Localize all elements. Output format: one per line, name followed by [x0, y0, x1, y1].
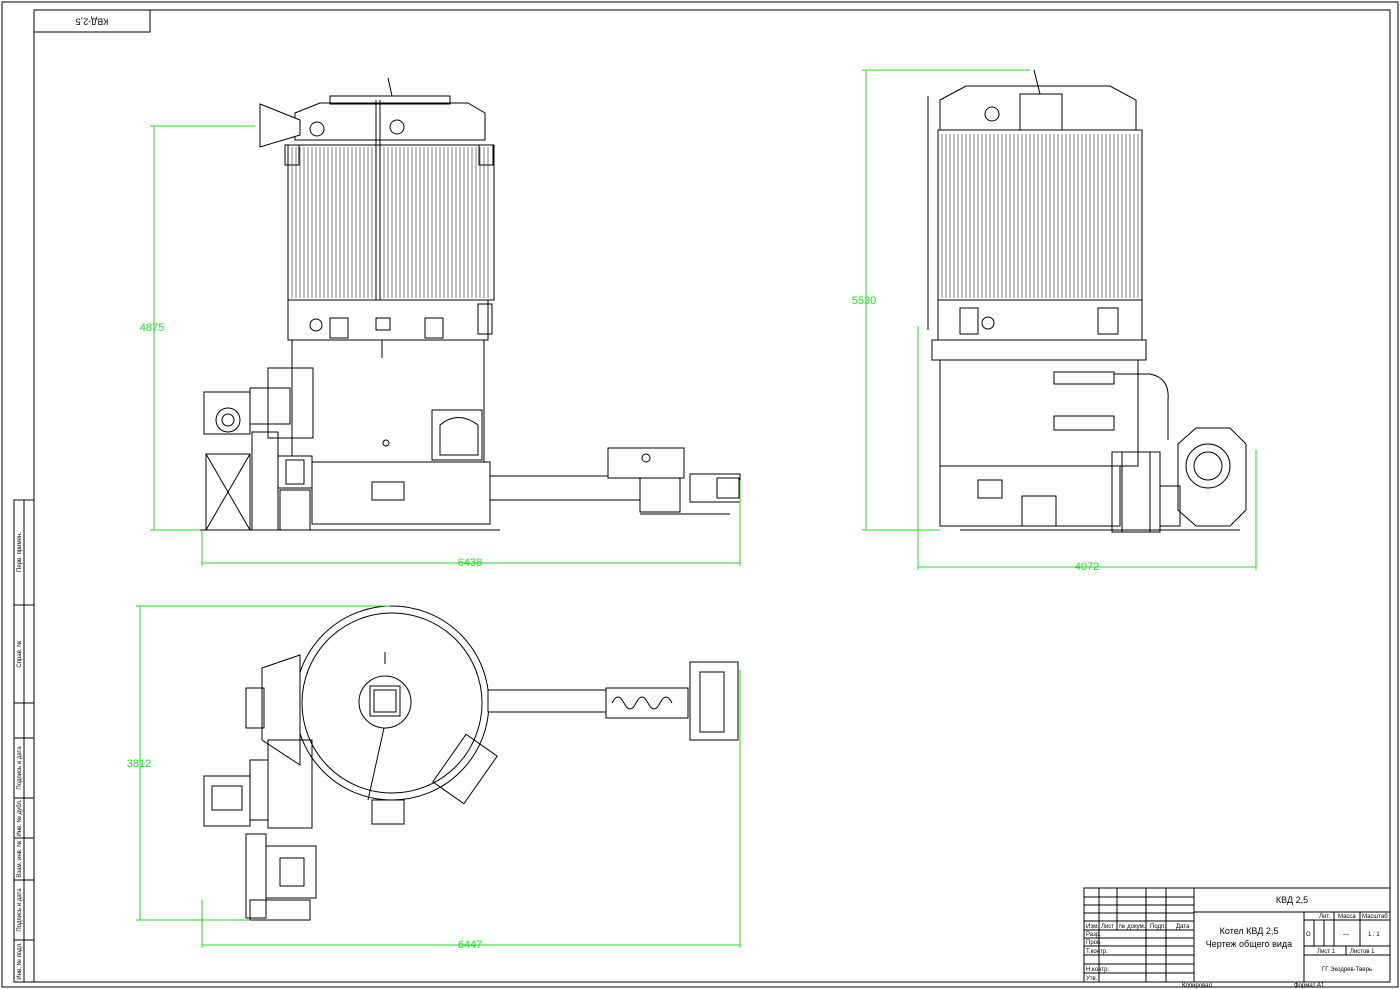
tb-org: ГГ Экодрев-Тверь	[1322, 967, 1372, 973]
front-view	[196, 77, 741, 531]
tb-sheets: Листов 1	[1350, 949, 1375, 955]
dim-front-height: 4875	[140, 322, 164, 334]
tb-role-norm-control: Н.контр.	[1086, 967, 1109, 973]
side-view	[927, 69, 1247, 533]
tb-role-checked: Пров.	[1086, 940, 1102, 946]
dim-side-width: 4072	[1075, 561, 1099, 573]
side-stamp: Перв. примен. Справ. № Подпись и дата Ин…	[13, 499, 35, 983]
tb-sheet: Лист 1	[1317, 949, 1336, 955]
side-dimensions: 5530 4072	[852, 69, 1257, 573]
stamp-inv-orig: Инв. № подл.	[16, 942, 23, 980]
tb-lit-label: Лит.	[1319, 914, 1330, 920]
tb-name-line1: Котел КВД 2,5	[1220, 926, 1279, 936]
top-dimensions: 3812 6447	[127, 605, 741, 951]
tb-col-date: Дата	[1176, 924, 1190, 930]
front-dimensions: 4875 6438	[140, 125, 741, 569]
tb-role-developed: Разр.	[1086, 932, 1101, 938]
dim-top-depth: 3812	[127, 758, 151, 770]
tb-scale-value: 1 : 1	[1368, 932, 1380, 938]
tb-mass-label: Масса	[1338, 914, 1356, 920]
tb-name-line2: Чертеж общего вида	[1206, 939, 1292, 949]
tb-col-doc: № докум.	[1119, 923, 1146, 930]
tb-copied: Копировал	[1182, 983, 1213, 989]
corner-code-box: КВД-2,5	[33, 9, 151, 33]
dim-side-height: 5530	[852, 295, 876, 307]
sheet-inner-frame	[33, 9, 1391, 983]
dim-top-width: 6447	[458, 939, 482, 951]
tb-role-approved: Утв.	[1086, 976, 1098, 982]
tb-format: Формат А1	[1294, 983, 1325, 989]
tb-col-sign: Подп.	[1150, 924, 1166, 930]
stamp-inv-dup: Инв. № дубл.	[16, 799, 23, 836]
stamp-sign-date-2: Подпись и дата	[17, 888, 23, 932]
tb-col-izm: Изм.	[1086, 924, 1099, 930]
side-tube-bank	[941, 134, 1139, 298]
tb-mass-value: —	[1343, 932, 1349, 938]
stamp-sign-date-1: Подпись и дата	[17, 746, 23, 790]
dim-front-width: 6438	[458, 557, 482, 569]
stamp-replace-inv: Взам. инв. №	[16, 840, 23, 877]
tb-designation: КВД 2,5	[1276, 895, 1308, 905]
tb-letter: О	[1306, 932, 1311, 938]
tb-col-list: Лист	[1101, 924, 1114, 930]
corner-code: КВД-2,5	[76, 17, 109, 27]
title-block: КВД 2,5 Котел КВД 2,5 Чертеж общего вида…	[1083, 887, 1391, 989]
tb-role-tech-control: Т.контр.	[1086, 949, 1108, 955]
stamp-ref-no: Справ. №	[16, 640, 23, 667]
top-view	[203, 605, 739, 921]
tb-scale-label: Масштаб	[1362, 914, 1388, 920]
stamp-first-use: Перв. примен.	[17, 532, 23, 572]
